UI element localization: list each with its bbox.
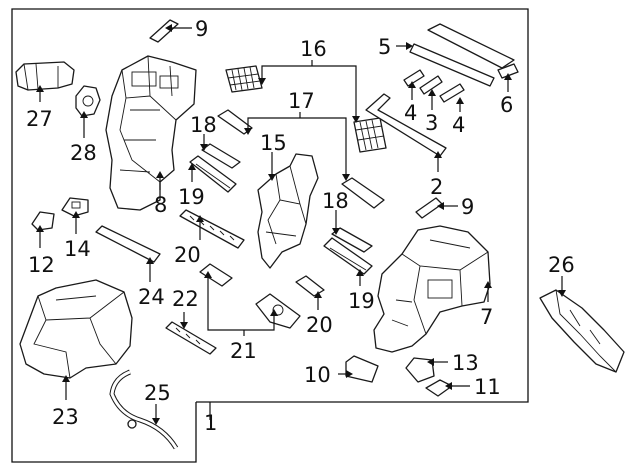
part-28-bracket <box>75 85 101 117</box>
callout-3: 3 <box>425 111 438 135</box>
part-15-case-middle <box>257 153 319 269</box>
callout-20-upper: 20 <box>174 243 201 267</box>
part-18-door-lower <box>331 177 385 253</box>
callout-19-lower: 19 <box>348 289 375 313</box>
callout-16: 16 <box>300 37 327 61</box>
part-19-door-lower <box>323 237 373 275</box>
callout-17: 17 <box>288 89 315 113</box>
callout-20-lower: 20 <box>306 313 333 337</box>
part-8-case-half <box>105 55 197 211</box>
callout-26: 26 <box>548 253 575 277</box>
part-11-clip <box>425 379 453 397</box>
part-18-door-upper <box>201 109 253 169</box>
callout-5: 5 <box>378 35 391 59</box>
part-21-gear-a <box>199 263 233 287</box>
callout-22: 22 <box>172 287 199 311</box>
callout-15: 15 <box>260 131 287 155</box>
part-4-strip-b <box>439 83 465 103</box>
callout-21: 21 <box>230 339 257 363</box>
callout-9-right: 9 <box>461 195 474 219</box>
part-22-rod <box>165 321 217 355</box>
part-7-case-right <box>373 225 491 353</box>
callout-24: 24 <box>138 285 165 309</box>
callout-23: 23 <box>52 405 79 429</box>
part-4-strip-a <box>403 69 425 87</box>
callout-27: 27 <box>26 107 53 131</box>
callout-19-upper: 19 <box>178 185 205 209</box>
part-19-door-upper <box>189 155 237 193</box>
part-27-duct <box>15 61 75 91</box>
callout-25: 25 <box>144 381 171 405</box>
part-3-strip <box>419 75 443 95</box>
callout-14: 14 <box>64 237 91 261</box>
part-26-side-duct <box>539 289 625 373</box>
part-16-filter-right <box>353 117 387 153</box>
callout-4-a: 4 <box>404 101 417 125</box>
part-12-block <box>31 211 55 231</box>
part-5-seal-strip <box>409 23 515 87</box>
callout-18-upper: 18 <box>190 113 217 137</box>
callout-18-lower: 18 <box>322 189 349 213</box>
callout-9-top: 9 <box>195 17 208 41</box>
part-9-clip-right <box>415 197 443 219</box>
assembly-frame <box>11 8 529 463</box>
part-21-gear-b <box>255 293 301 329</box>
callout-11: 11 <box>474 375 501 399</box>
callout-28: 28 <box>70 141 97 165</box>
part-14-block <box>61 197 89 217</box>
part-23-blower-housing <box>19 279 133 379</box>
part-20-block-lower <box>295 275 325 297</box>
part-9-clip-top <box>149 19 179 43</box>
part-25-drain-hose <box>109 369 179 450</box>
callout-1: 1 <box>204 411 217 435</box>
callout-13: 13 <box>452 351 479 375</box>
part-24-link <box>95 225 161 263</box>
callout-12: 12 <box>28 253 55 277</box>
part-20-rod-upper <box>179 209 245 249</box>
callout-4-b: 4 <box>452 113 465 137</box>
callout-7: 7 <box>480 305 493 329</box>
callout-8: 8 <box>154 193 167 217</box>
part-13-bracket <box>405 357 435 383</box>
callout-2: 2 <box>430 175 443 199</box>
callout-6: 6 <box>500 93 513 117</box>
part-6-strip <box>497 63 519 79</box>
part-10-block <box>345 355 379 383</box>
part-16-filter-left <box>225 65 263 93</box>
callout-10: 10 <box>304 363 331 387</box>
